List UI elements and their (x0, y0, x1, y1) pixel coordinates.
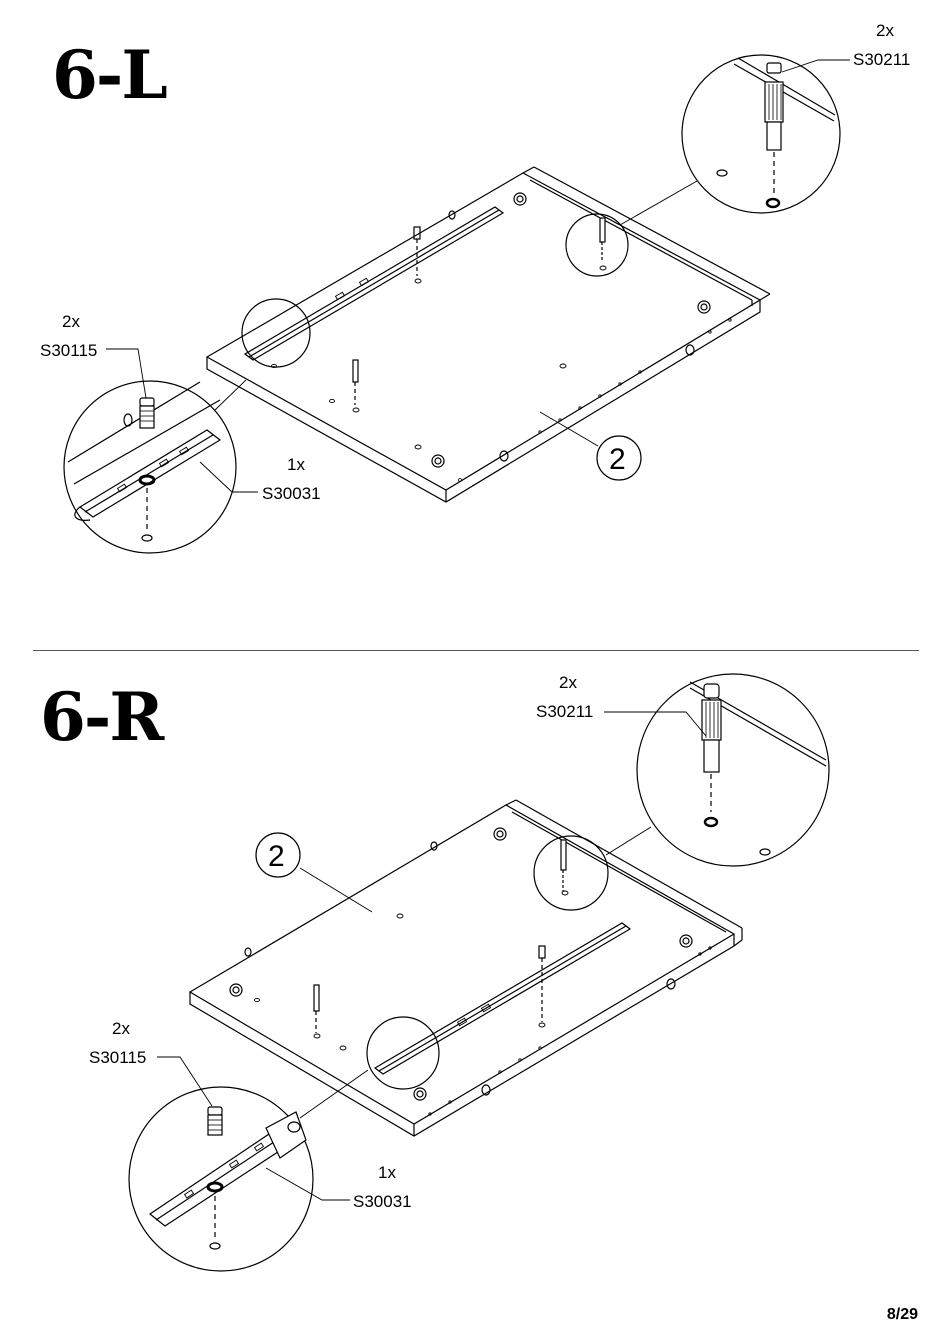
code-drawer-slide-6l: S30031 (262, 484, 321, 503)
detail-slide-6r (128, 1016, 440, 1272)
code-dowel-screw-6r: S30115 (89, 1048, 147, 1067)
code-cam-bolt-6l: S30211 (853, 50, 911, 69)
page-number: 8/29 (886, 1306, 918, 1323)
detail-cam-bolt-6r (533, 673, 830, 911)
step-title-6l: 6-L (52, 36, 168, 114)
code-cam-bolt-6r: S30211 (536, 702, 594, 721)
panel-callout-6l: 2 (609, 443, 626, 476)
step-title-6r: 6-R (40, 678, 164, 756)
detail-slide-6l (63, 298, 311, 554)
qty-drawer-slide-6r: 1x (378, 1163, 396, 1182)
qty-cam-bolt-6r: 2x (559, 673, 577, 692)
qty-dowel-screw-6r: 2x (112, 1019, 130, 1038)
code-dowel-screw-6l: S30115 (40, 341, 98, 360)
qty-dowel-screw-6l: 2x (62, 312, 80, 331)
panel-6l: 2 (205, 166, 771, 503)
code-drawer-slide-6r: S30031 (353, 1192, 412, 1211)
qty-drawer-slide-6l: 1x (287, 455, 305, 474)
panel-6r: 2 (188, 799, 743, 1137)
detail-cam-bolt-6l (565, 54, 850, 277)
qty-cam-bolt-6l: 2x (876, 21, 894, 40)
panel-callout-6r: 2 (268, 840, 285, 873)
section-divider (33, 650, 919, 651)
